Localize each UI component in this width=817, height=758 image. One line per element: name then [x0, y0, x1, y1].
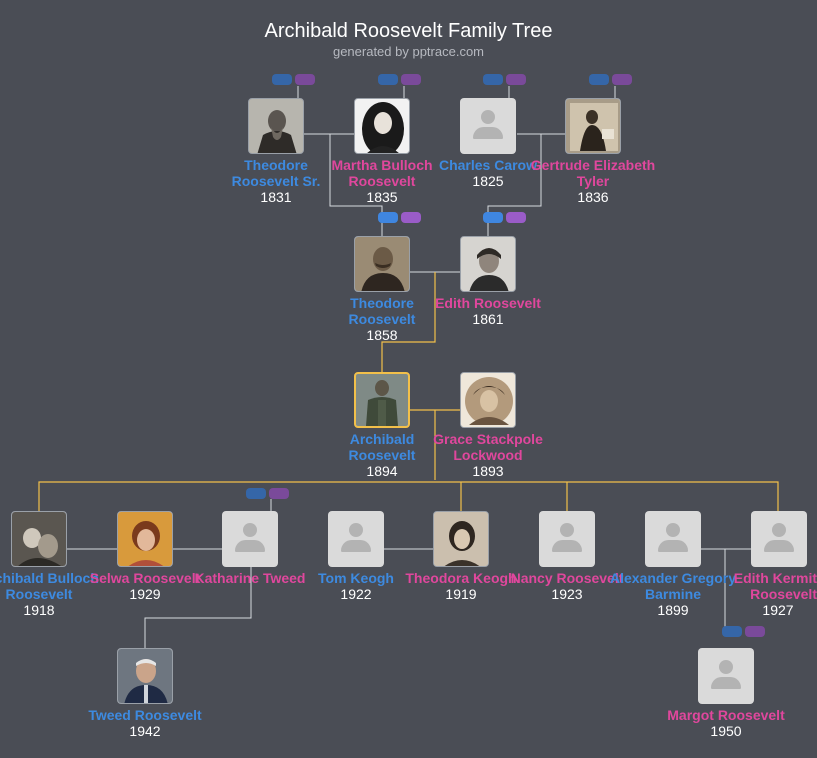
- birth-year: 1950: [710, 723, 742, 739]
- person-card[interactable]: Tweed Roosevelt 1942: [80, 648, 210, 739]
- person-silhouette-icon: [645, 511, 701, 567]
- birth-year: 1919: [445, 586, 477, 602]
- portrait-photo: [117, 511, 173, 567]
- person-name: Theodore Roosevelt Sr.: [231, 157, 321, 189]
- person-name: Edith Roosevelt: [435, 295, 541, 311]
- person-name: Charles Carow: [438, 157, 538, 173]
- person-name: Grace Stackpole Lockwood: [433, 431, 543, 463]
- person-silhouette-icon: [328, 511, 384, 567]
- portrait-photo: [117, 648, 173, 704]
- person-card-selected[interactable]: Archibald Roosevelt 1894: [317, 372, 447, 479]
- person-card[interactable]: Tom Keogh 1922: [291, 511, 421, 602]
- person-name: Selwa Roosevelt: [89, 570, 201, 586]
- person-card[interactable]: Edith Kermit Roosevelt 1927: [687, 511, 817, 618]
- birth-year: 1894: [366, 463, 398, 479]
- person-card[interactable]: Archibald Bulloch Roosevelt 1918: [0, 511, 104, 618]
- portrait-photo: [354, 372, 410, 428]
- portrait-photo: [565, 98, 621, 154]
- portrait-photo: [248, 98, 304, 154]
- person-silhouette-icon: [539, 511, 595, 567]
- portrait-photo: [11, 511, 67, 567]
- birth-year: 1899: [657, 602, 689, 618]
- person-name: Martha Bulloch Roosevelt: [331, 157, 433, 189]
- person-card[interactable]: Theodore Roosevelt 1858: [317, 236, 447, 343]
- person-card[interactable]: Theodora Keogh 1919: [396, 511, 526, 602]
- portrait-photo: [433, 511, 489, 567]
- person-card[interactable]: Selwa Roosevelt 1929: [80, 511, 210, 602]
- person-card[interactable]: Charles Carow 1825: [423, 98, 553, 189]
- person-card[interactable]: Margot Roosevelt 1950: [661, 648, 791, 739]
- portrait-photo: [460, 372, 516, 428]
- portrait-photo: [354, 236, 410, 292]
- person-silhouette-icon: [751, 511, 807, 567]
- person-name: Archibald Roosevelt: [348, 431, 416, 463]
- page-subtitle: generated by pptrace.com: [332, 44, 485, 59]
- person-card[interactable]: Gertrude Elizabeth Tyler 1836: [528, 98, 658, 205]
- birth-year: 1929: [129, 586, 161, 602]
- person-card[interactable]: Alexander Gregory Barmine 1899: [608, 511, 738, 618]
- person-card[interactable]: Nancy Roosevelt 1923: [502, 511, 632, 602]
- birth-year: 1918: [23, 602, 55, 618]
- birth-year: 1831: [260, 189, 292, 205]
- birth-year: 1861: [472, 311, 504, 327]
- birth-year: 1825: [472, 173, 504, 189]
- person-name: Theodora Keogh: [405, 570, 517, 586]
- person-name: Katharine Tweed: [194, 570, 306, 586]
- portrait-photo: [354, 98, 410, 154]
- person-card[interactable]: Grace Stackpole Lockwood 1893: [423, 372, 553, 479]
- person-name: Theodore Roosevelt: [348, 295, 416, 327]
- person-card[interactable]: Martha Bulloch Roosevelt 1835: [317, 98, 447, 205]
- person-name: Nancy Roosevelt: [510, 570, 624, 586]
- birth-year: 1942: [129, 723, 161, 739]
- person-name: Edith Kermit Roosevelt: [733, 570, 817, 602]
- person-name: Archibald Bulloch Roosevelt: [0, 570, 99, 602]
- person-name: Margot Roosevelt: [667, 707, 785, 723]
- birth-year: 1836: [577, 189, 609, 205]
- person-name: Tom Keogh: [318, 570, 394, 586]
- person-card[interactable]: Edith Roosevelt 1861: [423, 236, 553, 327]
- birth-year: 1835: [366, 189, 398, 205]
- person-name: Alexander Gregory Barmine: [609, 570, 737, 602]
- birth-year: 1922: [340, 586, 372, 602]
- person-name: Gertrude Elizabeth Tyler: [530, 157, 656, 189]
- birth-year: 1893: [472, 463, 504, 479]
- page-title: Archibald Roosevelt Family Tree: [264, 20, 553, 42]
- person-silhouette-icon: [460, 98, 516, 154]
- portrait-photo: [460, 236, 516, 292]
- person-silhouette-icon: [222, 511, 278, 567]
- birth-year: 1927: [762, 602, 794, 618]
- person-card[interactable]: Katharine Tweed: [185, 511, 315, 586]
- person-card[interactable]: Theodore Roosevelt Sr. 1831: [211, 98, 341, 205]
- birth-year: 1858: [366, 327, 398, 343]
- person-name: Tweed Roosevelt: [88, 707, 202, 723]
- person-silhouette-icon: [698, 648, 754, 704]
- birth-year: 1923: [551, 586, 583, 602]
